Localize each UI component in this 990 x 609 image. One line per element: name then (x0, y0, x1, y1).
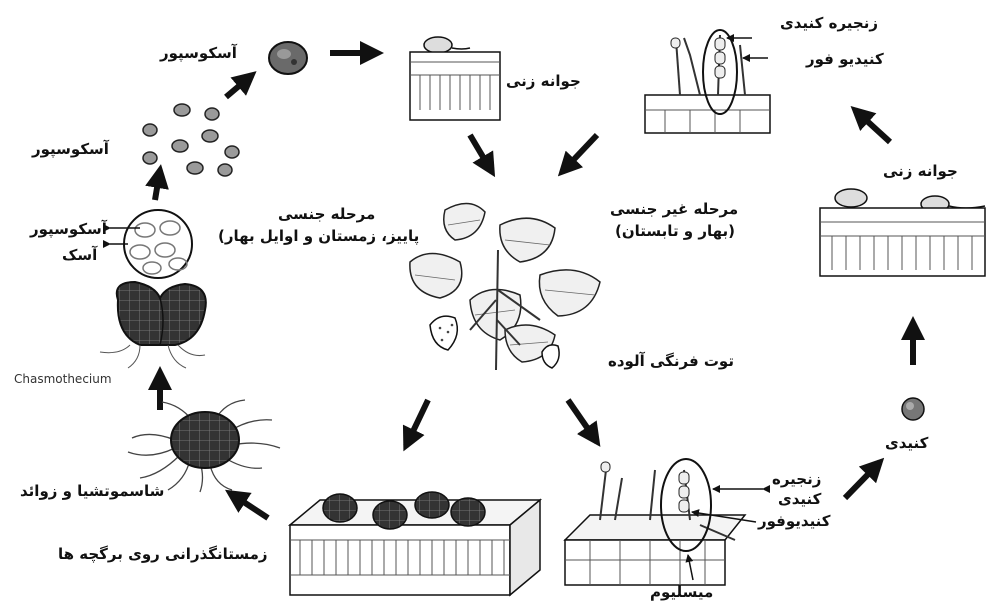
arrow-overwintering-to-chasmothecia (230, 493, 268, 518)
label-sexual-stage-season: پاییز، زمستان و اوایل بهار) (218, 227, 419, 245)
ascospores-cluster-illustration (143, 104, 239, 176)
arrow-plant-to-conidiophore-bottom (568, 400, 597, 442)
label-asexual-stage-season: (بهار و تابستان) (615, 222, 735, 240)
label-conidial-chain-bottom-1: زنجیره (772, 470, 821, 488)
label-mycelium: میسلیوم (650, 583, 713, 601)
overwintering-leaf-section-illustration (290, 492, 540, 595)
label-ascus: آسک (62, 246, 97, 264)
label-asexual-stage-title: مرحله غیر جنسی (610, 200, 738, 218)
label-germ-tube-right: جوانه زنی (883, 162, 958, 180)
label-chasmothecium: Chasmothecium (14, 370, 112, 388)
germination-right-illustration (820, 189, 985, 276)
label-ascospore-in-ascus: آسکوسپور (30, 220, 107, 238)
label-overwintering: زمستانگذرانی روی برگچه ها (58, 545, 268, 563)
conidiophore-top-illustration (645, 30, 770, 133)
label-ascospore-top: آسکوسپور (160, 44, 237, 62)
label-conidiophore-bottom: کنیدیوفور (758, 512, 831, 530)
arrow-conidiophore-bottom-to-conidium (845, 462, 880, 498)
label-conidium: کنیدی (885, 434, 928, 452)
label-chasmothecia-appendages: شاسموتشیا و زوائد (20, 482, 164, 500)
label-conidial-chain-top: زنجیره کنیدی (780, 14, 878, 32)
conidium-illustration (902, 398, 924, 420)
label-infected-strawberry: توت فرنگی آلوده (608, 352, 734, 370)
arrow-germ-top-to-plant (470, 135, 492, 172)
ascus-illustration (110, 210, 192, 278)
label-conidiophore-top: کنیدیو فور (806, 50, 884, 68)
arrow-ascospores-to-single-ascospore (226, 75, 252, 97)
label-conidial-chain-bottom-2: کنیدی (778, 490, 821, 508)
germination-top-illustration (410, 37, 500, 120)
arrow-germ-right-to-conidiophore-top (855, 110, 890, 142)
cycle-arrows (155, 53, 913, 518)
arrow-ascus-to-ascospores (155, 170, 160, 200)
conidiophore-bottom-illustration (565, 459, 763, 585)
ascospore-single-illustration (269, 42, 307, 74)
label-sexual-stage-title: مرحله جنسی (278, 205, 375, 223)
label-germ-tube-top: جوانه زنی (506, 72, 581, 90)
arrow-conidiophore-top-to-plant (562, 135, 597, 172)
infected-strawberry-plant-illustration (410, 203, 600, 370)
arrow-plant-to-overwintering (406, 400, 428, 446)
label-ascospore-mid: آسکوسپور (32, 140, 109, 158)
chasmothecium-illustration (100, 282, 206, 368)
chasmothecia-with-appendages-illustration (128, 400, 280, 492)
